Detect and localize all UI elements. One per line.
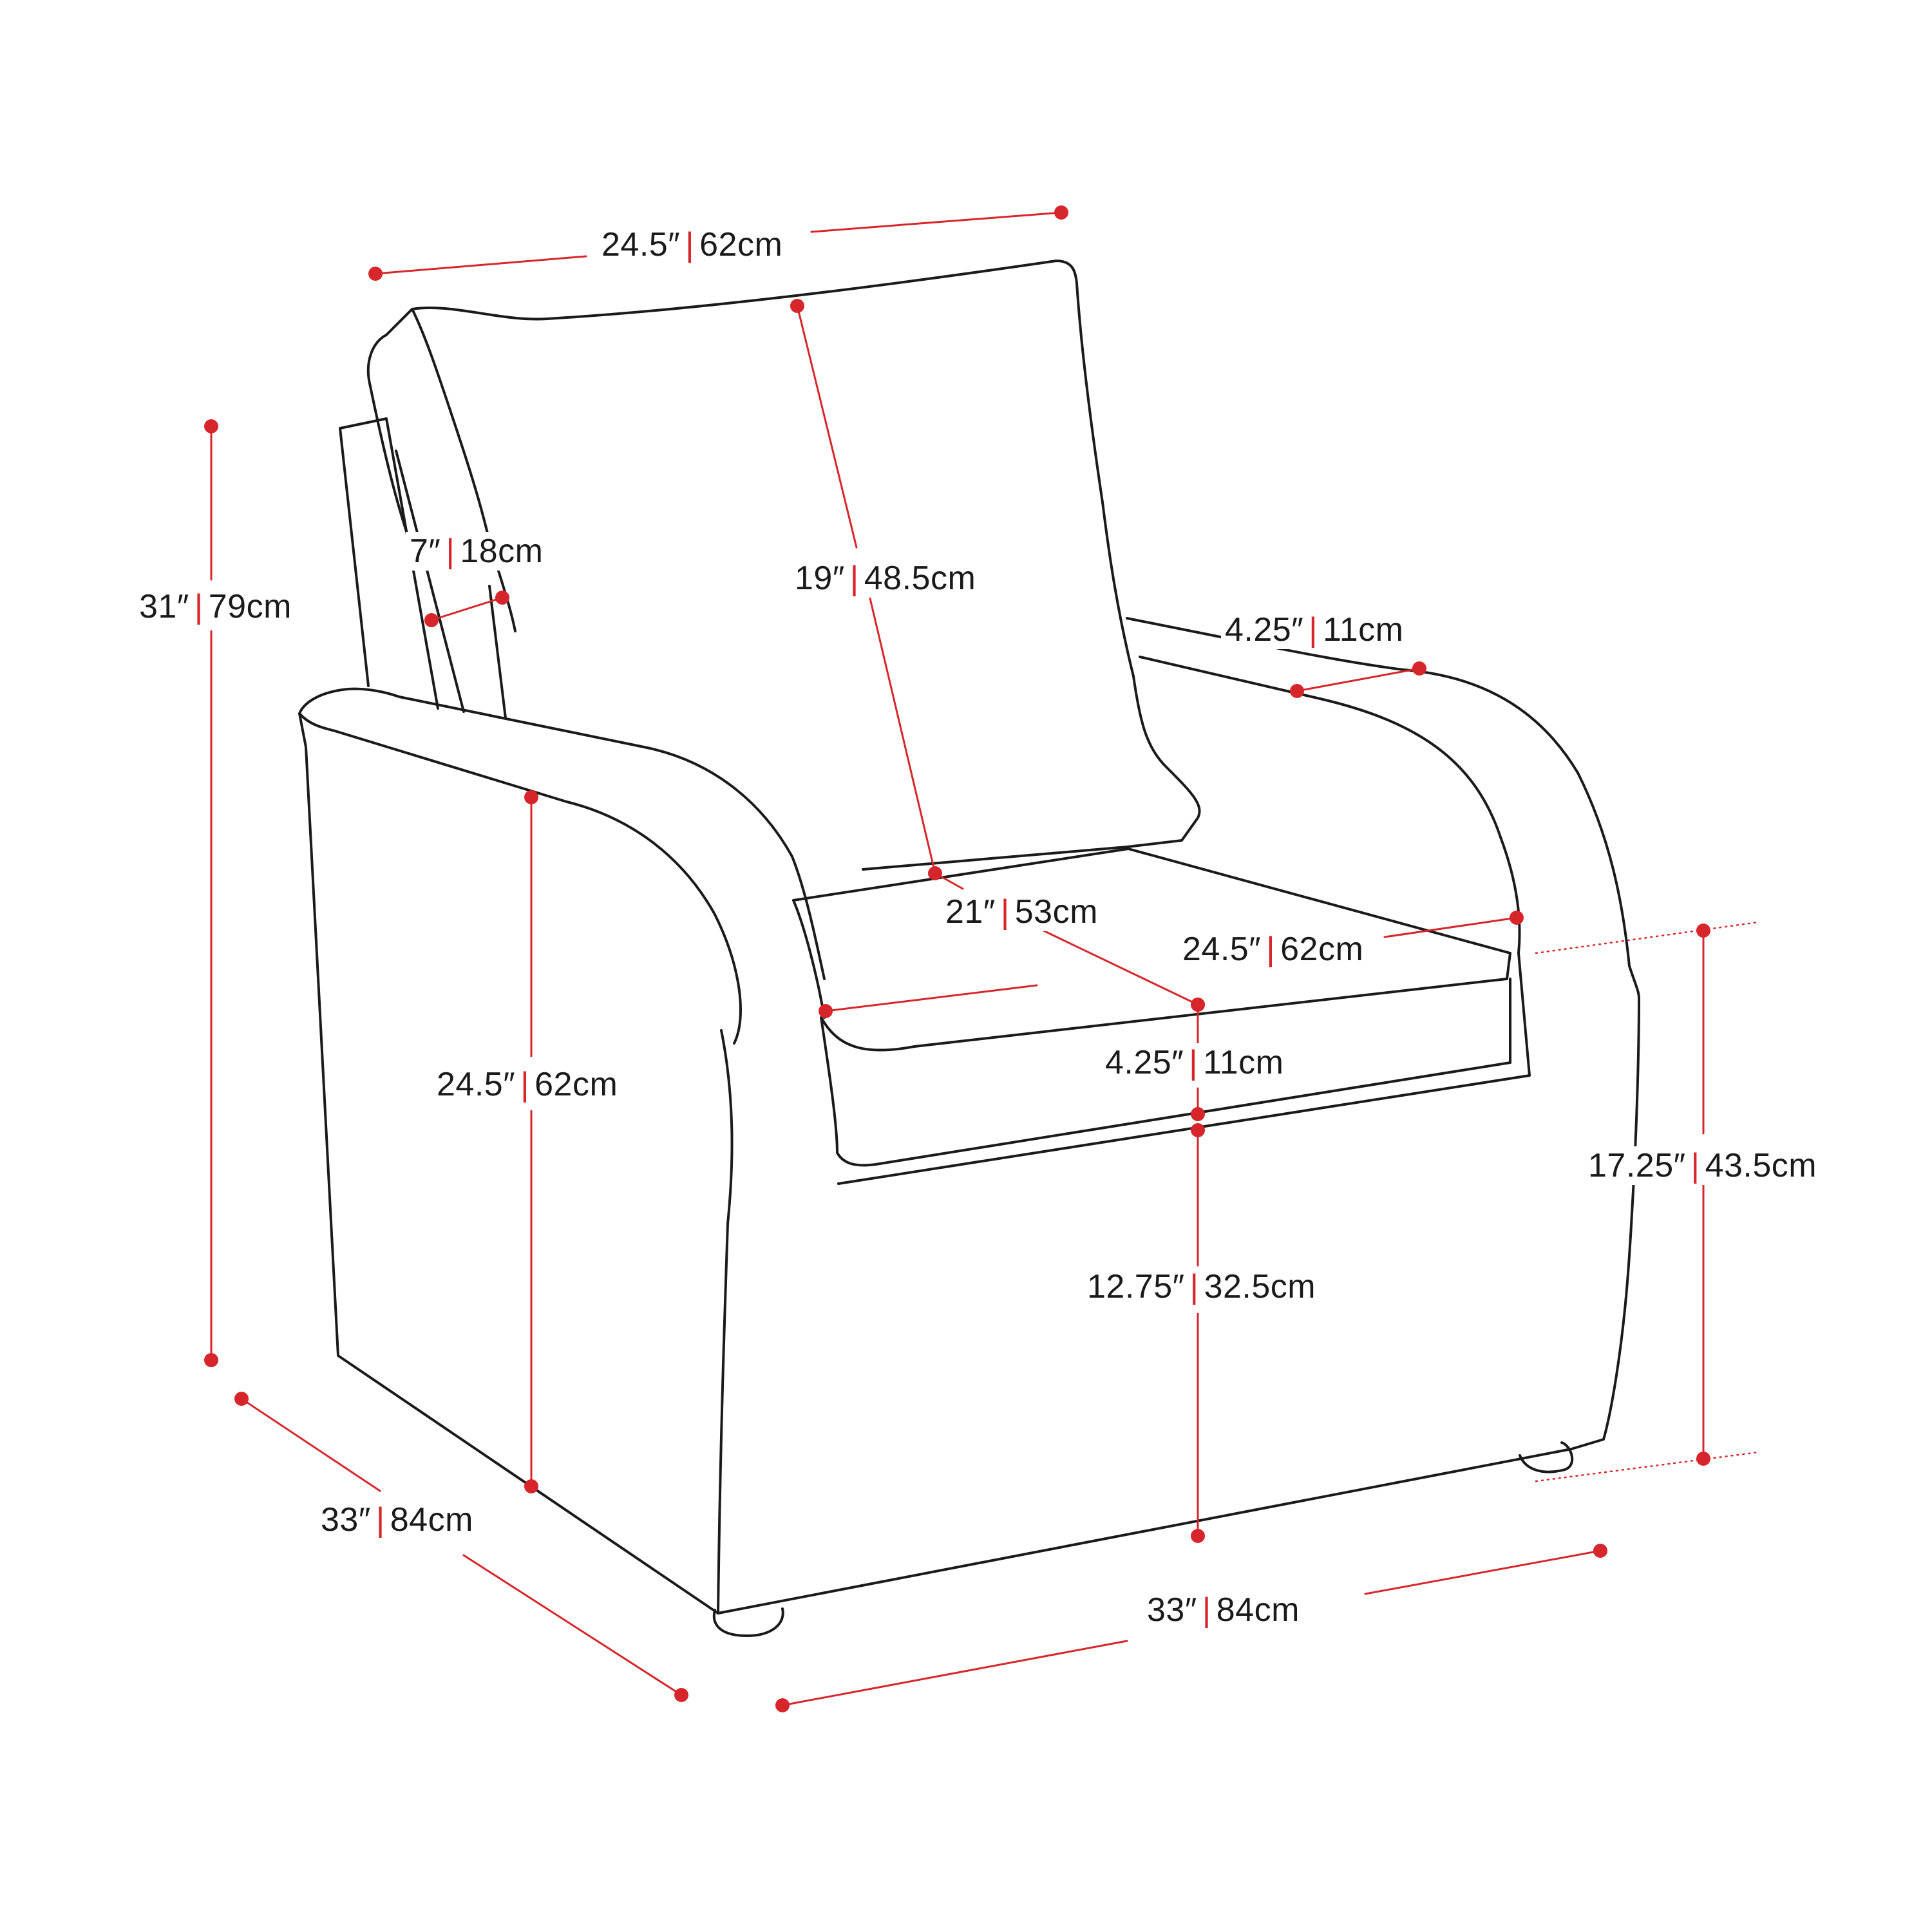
- metric-value: 53cm: [1014, 893, 1098, 931]
- front-base: [717, 1182, 1573, 1615]
- right-arm-top: [1126, 617, 1640, 999]
- back-cushion: [366, 260, 1201, 871]
- dim-seat-cushion-thickness: [1191, 998, 1205, 1121]
- front-right-foot: [1519, 1441, 1574, 1473]
- metric-value: 62cm: [535, 1066, 618, 1103]
- separator: |: [1202, 1591, 1211, 1629]
- dim-arm-height: [524, 790, 538, 1493]
- metric-value: 18cm: [460, 533, 544, 570]
- dim-arm-width: [1290, 661, 1426, 698]
- metric-value: 48.5cm: [864, 560, 976, 597]
- chair-outline: [298, 260, 1640, 1637]
- separator: |: [194, 588, 204, 625]
- metric-value: 11cm: [1203, 1044, 1284, 1081]
- metric-value: 84cm: [1216, 1591, 1300, 1629]
- separator: |: [1690, 1147, 1700, 1184]
- imperial-value: 31″: [139, 588, 189, 625]
- metric-value: 62cm: [1280, 931, 1364, 968]
- front-left-foot: [712, 1607, 784, 1637]
- label-arm-width: 4.25″|11cm: [1221, 611, 1408, 649]
- imperial-value: 21″: [945, 893, 996, 931]
- imperial-value: 12.75″: [1087, 1268, 1185, 1305]
- imperial-value: 24.5″: [437, 1066, 516, 1103]
- separator: |: [1189, 1044, 1198, 1081]
- separator: |: [1189, 1268, 1199, 1305]
- label-back-cushion-depth: 7″|18cm: [406, 532, 547, 571]
- metric-value: 32.5cm: [1204, 1268, 1316, 1305]
- separator: |: [1266, 931, 1276, 968]
- dim-overall-width: [775, 1544, 1607, 1712]
- right-arm-front: [837, 952, 1640, 1450]
- label-seat-height: 17.25″|43.5cm: [1584, 1146, 1821, 1185]
- label-base-height: 12.75″|32.5cm: [1083, 1267, 1320, 1306]
- separator: |: [1000, 893, 1010, 931]
- seat-back-edge: [792, 848, 1511, 954]
- imperial-value: 24.5″: [601, 226, 681, 263]
- imperial-value: 19″: [795, 560, 845, 597]
- left-arm: [298, 687, 826, 1615]
- separator: |: [685, 226, 695, 263]
- imperial-value: 33″: [1147, 1591, 1197, 1629]
- metric-value: 84cm: [390, 1501, 473, 1539]
- label-seat-depth: 21″|53cm: [942, 893, 1102, 931]
- imperial-value: 4.25″: [1225, 611, 1304, 649]
- left-arm-curve: [717, 1029, 734, 1615]
- imperial-value: 7″: [410, 533, 441, 570]
- dim-overall-depth: [234, 1392, 688, 1702]
- separator: |: [375, 1501, 385, 1539]
- metric-value: 11cm: [1323, 611, 1404, 649]
- dim-overall-height: [204, 419, 218, 1367]
- label-arm-height: 24.5″|62cm: [433, 1065, 622, 1104]
- dim-seat-width: [819, 911, 1524, 1018]
- seat-cushion: [792, 899, 1511, 1167]
- label-overall-depth: 33″|84cm: [317, 1501, 477, 1539]
- separator: |: [446, 533, 455, 570]
- label-overall-width: 33″|84cm: [1143, 1591, 1303, 1629]
- dim-back-cushion-depth: [424, 591, 509, 627]
- metric-value: 62cm: [699, 226, 783, 263]
- label-back-cushion-width: 24.5″|62cm: [598, 225, 787, 264]
- separator: |: [1309, 611, 1318, 649]
- label-overall-height: 31″|79cm: [135, 587, 296, 626]
- label-seat-width: 24.5″|62cm: [1179, 930, 1368, 969]
- imperial-value: 4.25″: [1105, 1044, 1184, 1081]
- label-back-cushion-height: 19″|48.5cm: [791, 559, 980, 598]
- dim-back-cushion-height: [790, 299, 942, 880]
- label-seat-cushion-thickness: 4.25″|11cm: [1101, 1043, 1288, 1082]
- separator: |: [520, 1066, 530, 1103]
- metric-value: 43.5cm: [1705, 1147, 1817, 1184]
- dim-back-cushion-width: [368, 205, 1068, 281]
- dim-seat-height: [1535, 921, 1759, 1482]
- separator: |: [849, 560, 859, 597]
- imperial-value: 17.25″: [1588, 1147, 1686, 1184]
- dim-base-height: [1191, 1123, 1205, 1543]
- imperial-value: 33″: [321, 1501, 371, 1539]
- imperial-value: 24.5″: [1182, 931, 1262, 968]
- dimension-lines: [204, 205, 1759, 1712]
- metric-value: 79cm: [208, 588, 292, 625]
